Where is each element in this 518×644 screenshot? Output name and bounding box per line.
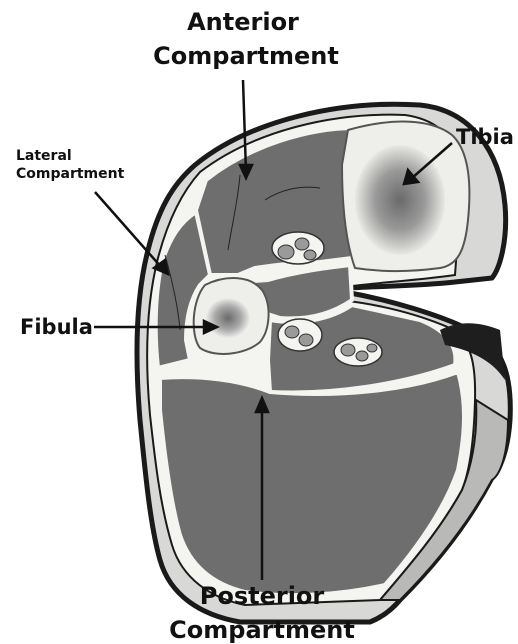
anterior-label-line1: Anterior: [187, 8, 299, 36]
anterior-label-line2: Compartment: [153, 42, 339, 70]
anterior-neurovascular-bundle: [272, 232, 324, 264]
fibula-label: Fibula: [20, 315, 93, 339]
peroneal-bundle: [334, 338, 382, 366]
lateral-label-line1: Lateral: [16, 148, 72, 164]
posterior-label-line1: Posterior: [200, 582, 325, 610]
posterior-tibial-bundle: [278, 319, 322, 351]
fibula-marrow: [206, 298, 250, 338]
lateral-label-line2: Compartment: [16, 166, 125, 182]
tibia-label: Tibia: [456, 125, 514, 149]
posterior-label-line2: Compartment: [169, 616, 355, 644]
